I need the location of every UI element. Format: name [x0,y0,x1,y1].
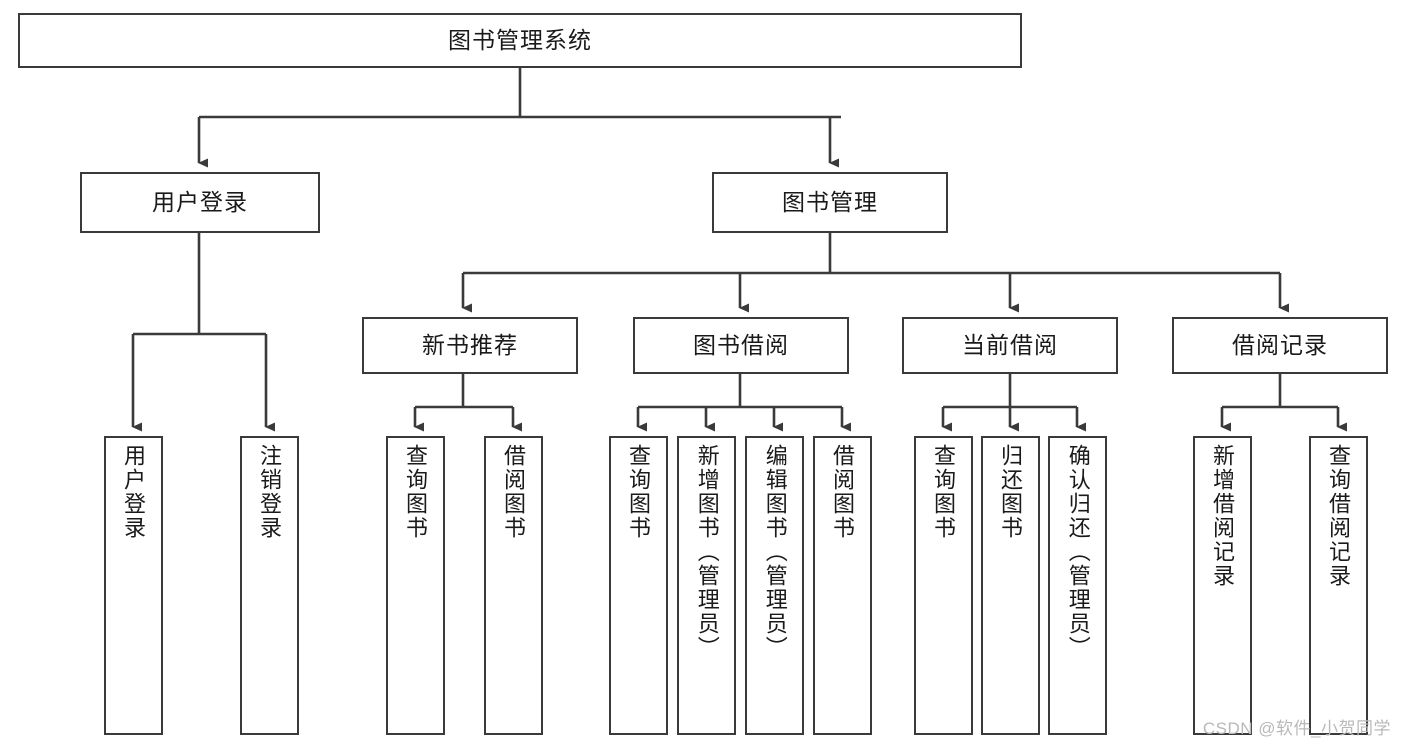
node-label: 新书推荐 [422,332,518,359]
leaf-query-borrow-record[interactable]: 查询借阅记录 [1309,436,1368,735]
node-label: 查询借阅记录 [1326,444,1352,588]
node-label: 查询图书 [931,444,957,540]
node-book-management[interactable]: 图书管理 [712,172,948,233]
leaf-borrow-book-recommend[interactable]: 借阅图书 [484,436,543,735]
leaf-query-book-current[interactable]: 查询图书 [914,436,973,735]
leaf-query-book-recommend[interactable]: 查询图书 [386,436,445,735]
node-label: 用户登录 [152,189,248,216]
node-label: 查询图书 [403,444,429,540]
leaf-query-book-borrow[interactable]: 查询图书 [609,436,668,735]
node-label: 当前借阅 [962,332,1058,359]
node-label: 新增图书（管理员） [694,444,720,660]
leaf-edit-book-admin[interactable]: 编辑图书（管理员） [745,436,804,735]
node-book-borrowing[interactable]: 图书借阅 [633,317,849,374]
leaf-return-book[interactable]: 归还图书 [981,436,1040,735]
leaf-user-login[interactable]: 用户登录 [104,436,163,735]
leaf-confirm-return-admin[interactable]: 确认归还（管理员） [1048,436,1107,735]
node-label: 图书管理系统 [448,27,592,54]
node-label: 图书管理 [782,189,878,216]
node-new-book-recommendation[interactable]: 新书推荐 [362,317,578,374]
node-label: 借阅图书 [501,444,527,540]
node-label: 借阅图书 [830,444,856,540]
node-label: 新增借阅记录 [1210,444,1236,588]
node-label: 注销登录 [257,444,283,540]
leaf-add-book-admin[interactable]: 新增图书（管理员） [677,436,736,735]
watermark: CSDN @软件_小贺同学 [1202,719,1391,738]
leaf-add-borrow-record[interactable]: 新增借阅记录 [1193,436,1252,735]
node-label: 借阅记录 [1232,332,1328,359]
leaf-borrow-book[interactable]: 借阅图书 [813,436,872,735]
node-user-login[interactable]: 用户登录 [80,172,320,233]
node-current-borrowing[interactable]: 当前借阅 [902,317,1118,374]
leaf-logout[interactable]: 注销登录 [240,436,299,735]
node-label: 用户登录 [121,444,147,540]
node-borrowing-record[interactable]: 借阅记录 [1172,317,1388,374]
node-label: 查询图书 [626,444,652,540]
node-root-library-management-system[interactable]: 图书管理系统 [18,13,1022,68]
node-label: 图书借阅 [693,332,789,359]
node-label: 归还图书 [998,444,1024,540]
node-label: 确认归还（管理员） [1065,444,1091,660]
node-label: 编辑图书（管理员） [762,444,788,660]
